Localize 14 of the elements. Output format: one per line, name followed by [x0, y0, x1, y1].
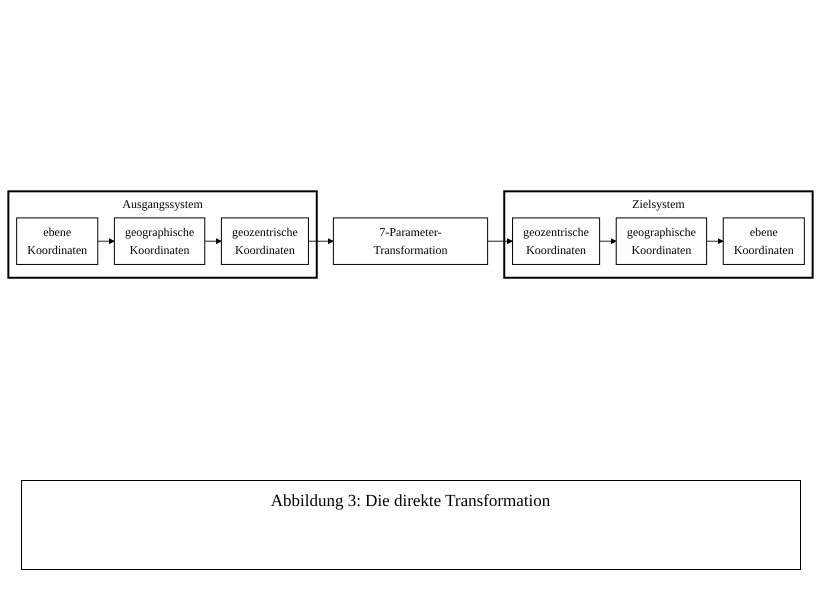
caption: Abbildung 3: Die direkte Transformation [20, 480, 800, 570]
arrow [706, 238, 724, 245]
arrow [487, 238, 513, 245]
node-box: ebene Koordinaten [722, 218, 805, 266]
arrow [308, 238, 334, 245]
node-box: geographische Koordinaten [616, 218, 708, 266]
node-box: ebene Koordinaten [16, 218, 98, 266]
node-box: geozentrische Koordinaten [220, 218, 309, 266]
arrow [599, 238, 616, 245]
arrow [97, 238, 115, 245]
node-box: geozentrische Koordinaten [512, 218, 600, 266]
arrow [204, 238, 222, 245]
node-box: geographische Koordinaten [114, 218, 206, 266]
node-box: 7-Parameter-Transformation [332, 218, 488, 266]
